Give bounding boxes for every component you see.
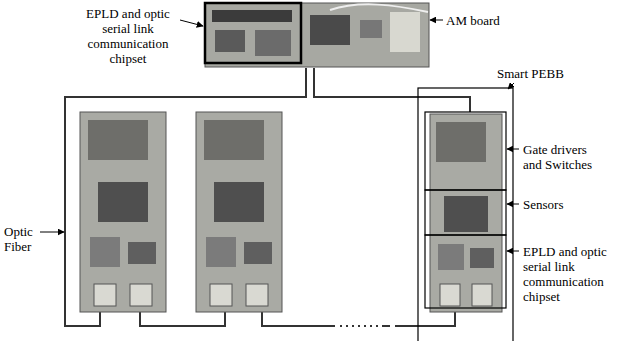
fiber-line <box>314 68 470 112</box>
callout-label: Sensors <box>523 197 603 212</box>
leader-arrow <box>40 232 64 233</box>
pebb-board <box>80 112 166 312</box>
fiber-line <box>140 312 225 326</box>
sensor <box>214 182 264 222</box>
chip <box>90 237 120 267</box>
chip <box>244 242 272 264</box>
section-box <box>425 190 506 235</box>
section-box <box>425 112 506 190</box>
chip <box>128 242 156 264</box>
optic-port <box>94 284 116 306</box>
fiber-line <box>262 312 335 326</box>
callout-label: EPLD and optic serial link communication… <box>523 244 619 304</box>
chip <box>470 248 494 268</box>
gate-driver <box>88 120 148 160</box>
section-box <box>425 235 506 308</box>
callout-label: AM board <box>446 13 516 28</box>
gate-driver <box>204 120 264 160</box>
leader-arrow <box>180 20 203 26</box>
callout-label: Gate drivers and Switches <box>523 142 603 172</box>
chip <box>360 20 382 38</box>
connector <box>212 10 292 22</box>
optic-port <box>246 284 268 306</box>
chip <box>206 237 236 267</box>
smart-pebb-frame <box>418 88 513 341</box>
callout-label: EPLD and optic serial link communication… <box>80 6 176 66</box>
board-pcb <box>196 112 282 312</box>
leader-arrow <box>508 83 514 89</box>
leader-arrow <box>507 251 519 252</box>
optic-port <box>440 284 460 306</box>
leader-arrow <box>430 20 443 21</box>
sensor <box>98 182 148 222</box>
cable <box>330 4 428 12</box>
callout-label: Optic Fiber <box>4 224 54 254</box>
optic-port <box>130 284 152 306</box>
board-pcb <box>80 112 166 312</box>
pebb-board <box>196 112 282 312</box>
board-pcb <box>430 114 502 312</box>
connector <box>390 12 420 52</box>
fiber-line <box>65 68 306 326</box>
am-board <box>205 3 429 67</box>
chip <box>438 244 464 270</box>
chip <box>310 15 350 45</box>
gate-driver <box>436 122 486 162</box>
sensor <box>444 196 488 232</box>
fiber-dotted <box>340 325 378 327</box>
callout-label: Smart PEBB <box>497 66 577 81</box>
leader-arrow <box>507 149 519 150</box>
leader-arrow <box>507 204 519 205</box>
optic-port <box>472 284 492 306</box>
optic-fiber <box>65 68 470 326</box>
chip <box>215 30 245 52</box>
highlight-box <box>205 3 301 63</box>
chip <box>255 30 291 56</box>
board-pcb <box>205 3 429 67</box>
optic-port <box>210 284 232 306</box>
pebb-board <box>430 114 502 312</box>
